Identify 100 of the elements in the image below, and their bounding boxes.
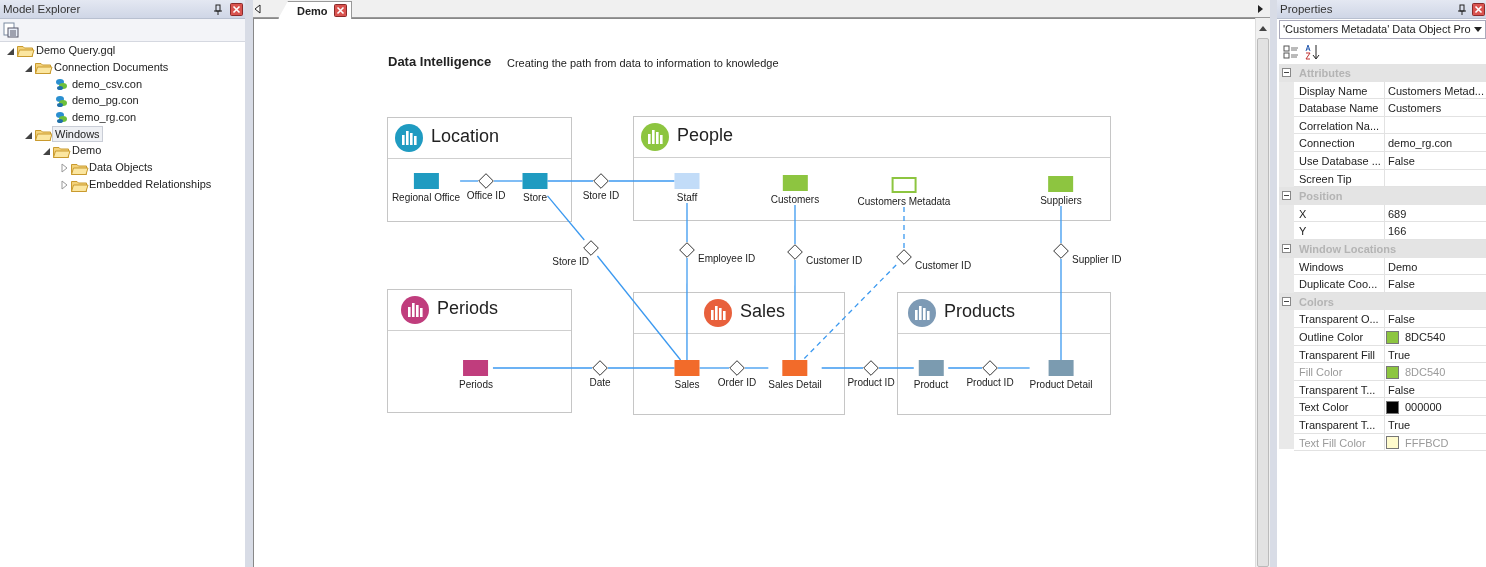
group-box (387, 289, 572, 413)
relationship-label: Date (589, 377, 611, 388)
tree-item: Embedded Relationships (89, 178, 212, 190)
property-value: True (1388, 419, 1411, 431)
property-value: False (1388, 278, 1415, 291)
connector-line (698, 367, 730, 369)
relationship-label: Supplier ID (1072, 254, 1122, 265)
group-title: People (677, 125, 734, 146)
document-tab: Demo (278, 1, 352, 19)
property-name: Text Color (1299, 401, 1349, 414)
group-box (897, 292, 1111, 415)
relationship-label: Customer ID (915, 260, 972, 271)
relationship-label: Employee ID (698, 253, 756, 264)
panel-title: Properties (1280, 3, 1333, 15)
connector-line (794, 259, 796, 361)
relationship-label: Store ID (582, 190, 620, 201)
property-value: 000000 (1405, 401, 1442, 414)
relationship-label: Store ID (552, 256, 589, 267)
relationship-diamond (478, 173, 494, 189)
property-value: 689 (1388, 207, 1407, 220)
property-value: Customers (1388, 102, 1442, 115)
tree-item: demo_rg.con (72, 111, 137, 123)
property-name: X (1299, 207, 1307, 220)
property-name: Screen Tip (1299, 172, 1352, 185)
property-value: demo_rg.con (1388, 137, 1453, 150)
property-name: Transparent T... (1299, 419, 1376, 431)
tree-item: Demo (72, 144, 102, 156)
entity-node: Regional Office (391, 173, 461, 203)
group-box (387, 117, 572, 222)
property-value: False (1388, 313, 1415, 326)
tree-item: Demo Query.gql (36, 44, 116, 56)
group-title: Location (431, 126, 500, 147)
property-name: Transparent Fill (1299, 348, 1375, 361)
connector-line (596, 255, 682, 361)
connector-line (1060, 205, 1062, 244)
property-value: Demo (1388, 260, 1418, 273)
entity-node: Customers (770, 175, 820, 205)
relationship-label: Product ID (966, 377, 1014, 388)
relationship-diamond (729, 360, 745, 376)
group-title: Periods (437, 298, 499, 319)
tree-item: demo_pg.con (72, 94, 139, 106)
tree-item: Data Objects (89, 161, 153, 173)
group-title: Sales (740, 301, 786, 322)
relationship-diamond (896, 249, 912, 265)
group-box (633, 292, 845, 415)
diagram-title: Data Intelligence (388, 54, 492, 69)
connector-line (744, 367, 769, 369)
entity-node: Product Detail (1029, 360, 1093, 390)
property-name: Connection (1299, 137, 1355, 150)
relationship-label: Customer ID (806, 255, 863, 266)
connector-line (492, 367, 593, 369)
property-value: 166 (1388, 225, 1407, 238)
entity-node: Product (913, 360, 949, 390)
tree-item: demo_csv.con (72, 78, 143, 90)
property-name: Use Database ... (1299, 155, 1381, 167)
tree-item: Connection Documents (54, 61, 169, 73)
property-value: 8DC540 (1405, 366, 1446, 379)
property-value: 8DC540 (1405, 331, 1446, 343)
connector-line (947, 367, 983, 369)
subtitle: Creating the path from data to information to knowledge (507, 57, 779, 69)
connector-line (686, 257, 688, 361)
panel-title: Model Explorer (3, 3, 81, 15)
connector-line (903, 206, 905, 250)
connector-line (608, 180, 676, 182)
relationship-diamond (1053, 243, 1069, 259)
property-name: Database Name (1299, 102, 1379, 115)
property-name: Display Name (1299, 84, 1368, 97)
entity-node: Sales Detail (768, 360, 822, 390)
connector-line (821, 367, 864, 369)
property-name: Fill Color (1299, 366, 1343, 379)
entity-node: Suppliers (1040, 176, 1082, 206)
property-value: Customers Metad... (1388, 84, 1484, 97)
relationship-diamond (679, 242, 695, 258)
entity-node: Periods (459, 360, 493, 390)
connector-line (878, 367, 915, 369)
connector-line (546, 195, 585, 241)
connector-line (997, 367, 1031, 369)
property-value: True (1388, 348, 1411, 361)
connector-line (607, 367, 676, 369)
entity-node: Customers Metadata (857, 177, 951, 207)
property-name: Y (1299, 225, 1307, 238)
connector-line (459, 180, 479, 182)
connector-line (794, 204, 796, 245)
connector-line (686, 202, 688, 243)
relationship-label: Order ID (717, 377, 757, 388)
group-box (633, 116, 1111, 221)
property-name: Transparent T... (1299, 383, 1376, 396)
property-name: Transparent O... (1299, 313, 1379, 326)
property-name: Windows (1299, 260, 1344, 273)
relationship-diamond (593, 173, 609, 189)
object-selector-dropdown: 'Customers Metadata' Data Object Pro (1279, 20, 1486, 39)
relationship-diamond (592, 360, 608, 376)
relationship-diamond (583, 240, 599, 256)
selected-tree-item: Windows (52, 126, 103, 142)
property-name: Outline Color (1299, 331, 1364, 343)
relationship-diamond (787, 244, 803, 260)
relationship-diamond (863, 360, 879, 376)
property-value: FFFBCD (1405, 436, 1449, 449)
connector-line (1060, 258, 1062, 361)
property-name: Text Fill Color (1299, 436, 1366, 449)
